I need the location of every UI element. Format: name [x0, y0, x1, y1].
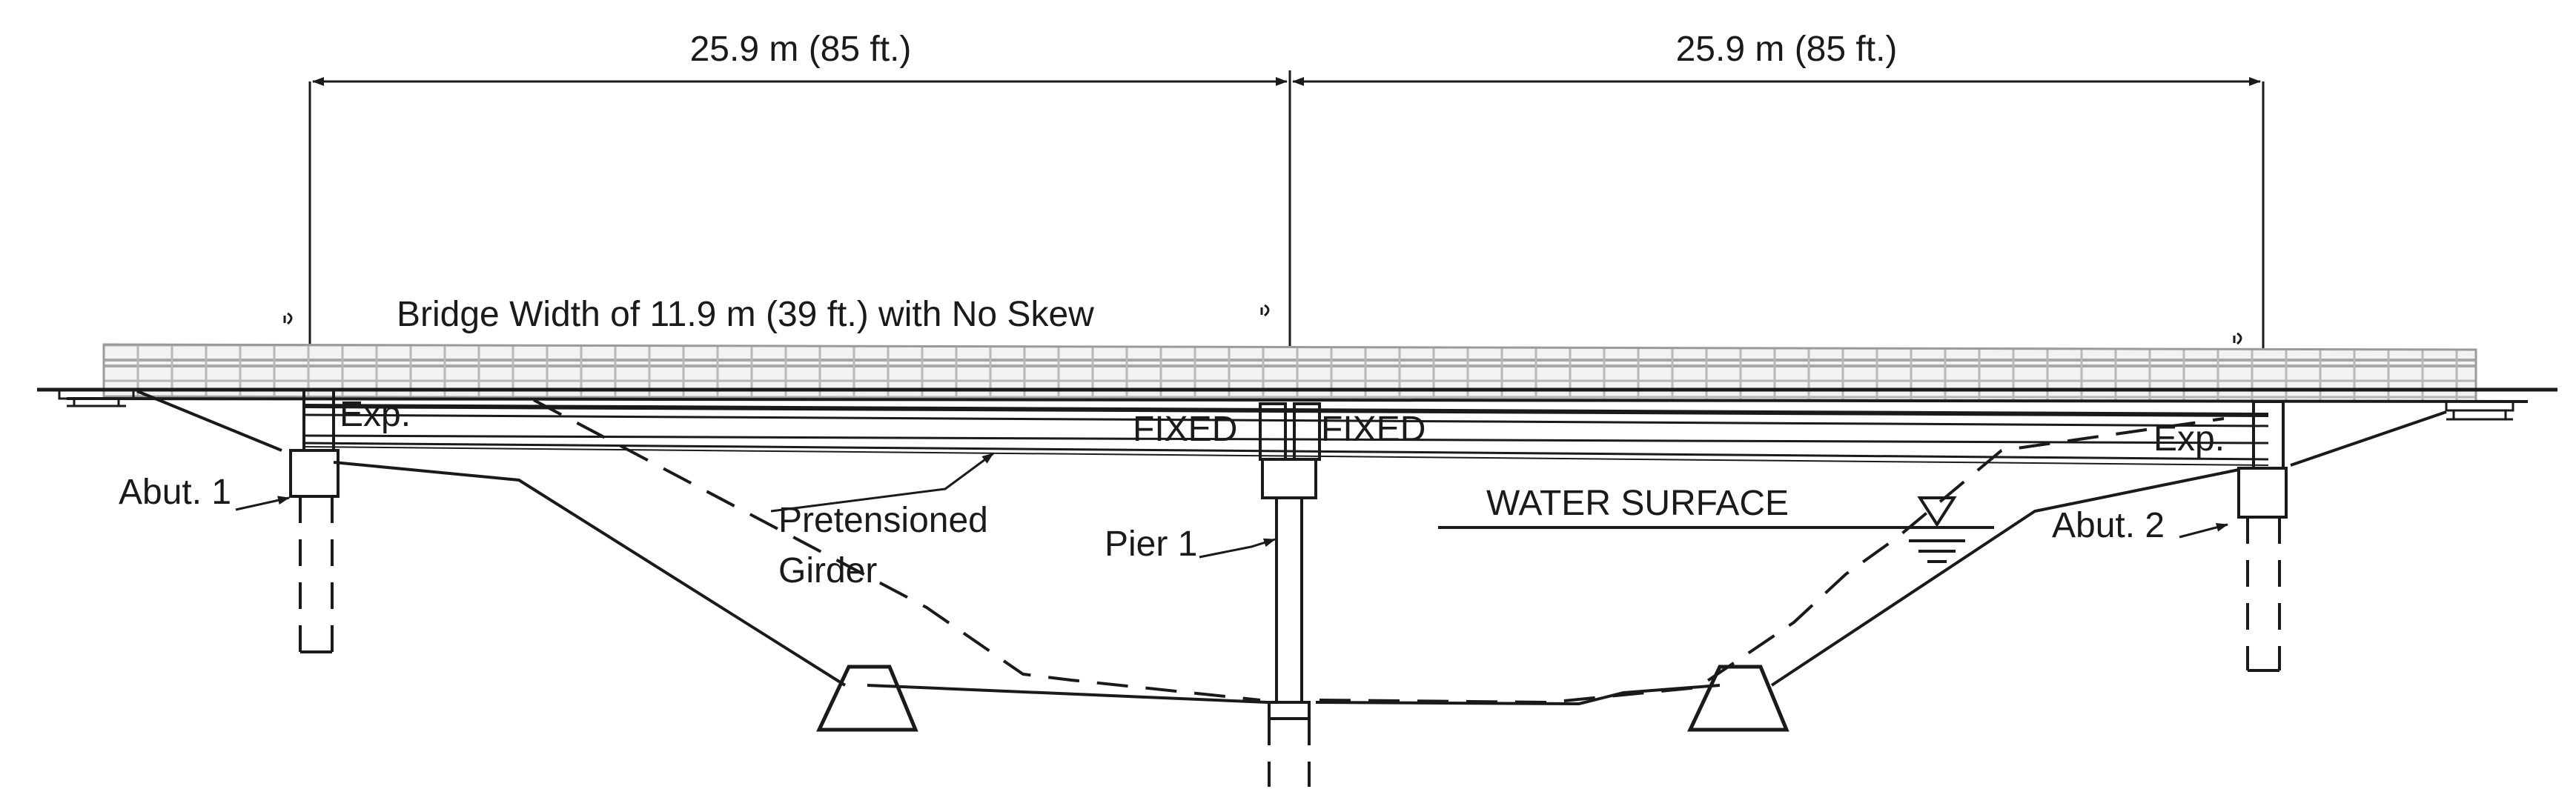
bearing-left-label: Exp. — [340, 395, 411, 434]
abutment-1 — [289, 388, 340, 653]
ground-profile — [136, 390, 2447, 706]
left-approach-slab — [58, 388, 135, 407]
centerline-symbols — [283, 304, 2242, 345]
span-left-label: 25.9 m (85 ft.) — [690, 30, 912, 69]
original-ground-dashed-line — [533, 399, 2225, 705]
abutment-2-label: Abut. 2 — [2052, 506, 2165, 545]
girder-label-line1: Pretensioned — [778, 501, 988, 540]
abutment-1-label: Abut. 1 — [119, 473, 231, 512]
footing-left — [816, 665, 918, 732]
water-surface-label: WATER SURFACE — [1486, 484, 1789, 523]
dimension-lines — [308, 70, 2265, 385]
water-surface-symbol — [1438, 496, 1994, 563]
right-approach-slab — [2445, 400, 2514, 421]
fixed-left-label: FIXED — [1133, 410, 1237, 449]
bearing-right-label: Exp. — [2153, 419, 2225, 459]
span-right-label: 25.9 m (85 ft.) — [1676, 30, 1898, 69]
leader-lines — [235, 452, 2228, 559]
bridge-railing — [102, 343, 2477, 403]
abutment-2 — [2237, 400, 2288, 672]
bridge-width-label: Bridge Width of 11.9 m (39 ft.) with No … — [397, 295, 1094, 334]
pier-1 — [1259, 402, 1321, 787]
pier-1-label: Pier 1 — [1105, 525, 1197, 564]
girder-label-line2: Girder — [778, 551, 877, 590]
fixed-right-label: FIXED — [1321, 410, 1426, 449]
footing-right — [1687, 665, 1789, 732]
